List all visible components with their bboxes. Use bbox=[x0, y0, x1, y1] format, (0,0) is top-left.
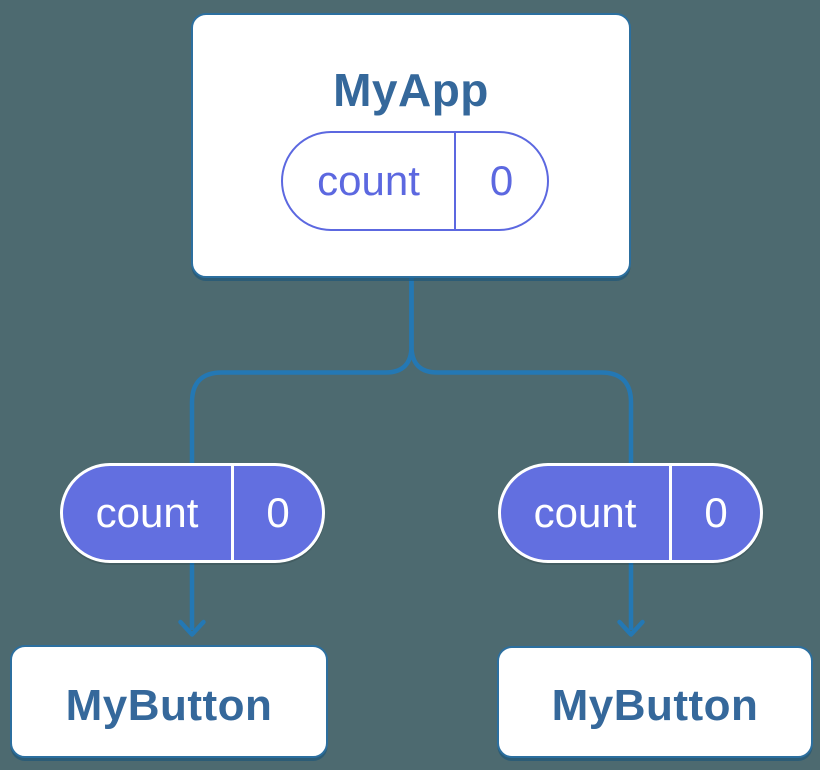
state-pill-label: count bbox=[317, 157, 420, 204]
prop-pill-left-label: count bbox=[95, 489, 199, 536]
prop-pill-right-value: 0 bbox=[669, 466, 760, 560]
prop-pill-left-value: 0 bbox=[231, 466, 322, 560]
state-pill-value: 0 bbox=[454, 133, 547, 229]
prop-pill-left: count 0 bbox=[60, 463, 325, 563]
component-card-mybutton-right: MyButton bbox=[497, 646, 813, 758]
prop-arrow-right-head bbox=[617, 619, 645, 637]
component-name-myapp: MyApp bbox=[333, 64, 489, 116]
branch-connector-right bbox=[409, 278, 634, 464]
prop-pill-right-label: count bbox=[533, 489, 637, 536]
branch-connector-left bbox=[189, 278, 414, 464]
component-card-mybutton-left: MyButton bbox=[10, 645, 328, 758]
component-name-mybutton-left: MyButton bbox=[65, 680, 273, 730]
prop-arrow-left-head bbox=[178, 619, 206, 637]
component-card-myapp: MyApp count 0 bbox=[191, 13, 631, 278]
state-pill: count 0 bbox=[281, 131, 549, 231]
component-name-mybutton-right: MyButton bbox=[551, 681, 759, 730]
prop-pill-right: count 0 bbox=[498, 463, 763, 563]
